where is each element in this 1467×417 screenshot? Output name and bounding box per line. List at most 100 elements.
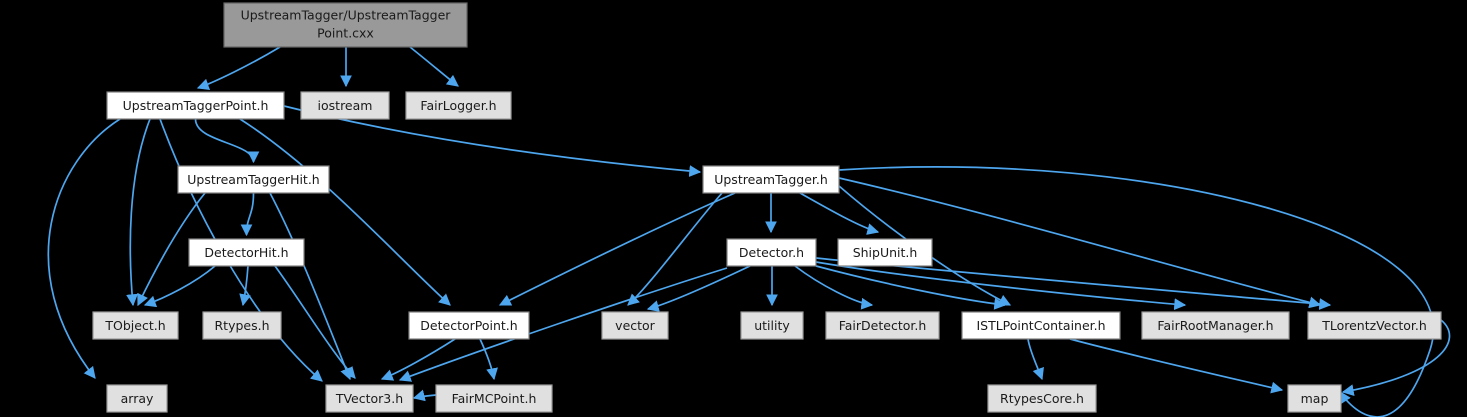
dependency-edge-utp-to-array — [47, 118, 121, 379]
graph-node-map[interactable]: map — [1287, 384, 1342, 413]
graph-node-rtypescore[interactable]: RtypesCore.h — [987, 384, 1097, 413]
node-box-ut — [702, 165, 840, 194]
dependency-edge-fairmc-to-tvector3 — [412, 389, 437, 402]
node-label-array: array — [121, 391, 154, 406]
node-label-iostream: iostream — [318, 98, 373, 113]
graph-node-fairroot[interactable]: FairRootManager.h — [1141, 311, 1290, 340]
node-box-vector — [601, 311, 669, 340]
node-box-fairmc — [435, 384, 553, 413]
dependency-edge-ut-to-map — [838, 166, 1435, 417]
node-label-fairmc: FairMCPoint.h — [452, 391, 537, 406]
node-label-shipunit: ShipUnit.h — [853, 245, 918, 260]
node-box-shipunit — [837, 238, 933, 267]
dependency-edge-detpoint-to-tvector3 — [380, 338, 456, 381]
dependency-edge-dethit-to-tobject — [143, 265, 216, 308]
dependency-edge-tlorentz-to-map — [1341, 319, 1451, 397]
graph-node-utp[interactable]: UpstreamTaggerPoint.h — [106, 91, 285, 120]
node-label-dethit: DetectorHit.h — [204, 245, 288, 260]
graph-node-shipunit[interactable]: ShipUnit.h — [837, 238, 933, 267]
graph-node-fairdet[interactable]: FairDetector.h — [825, 311, 940, 340]
node-box-fairdet — [825, 311, 940, 340]
node-label-map: map — [1301, 391, 1329, 406]
node-label-rtypes: Rtypes.h — [214, 318, 269, 333]
node-label-fairdet: FairDetector.h — [839, 318, 927, 333]
dependency-edge-root-to-utp — [196, 46, 281, 91]
node-box-uth — [177, 165, 330, 194]
graph-node-tobject[interactable]: TObject.h — [92, 311, 179, 340]
node-label-rtypescore: RtypesCore.h — [1000, 391, 1084, 406]
node-label-detector: Detector.h — [739, 245, 804, 260]
graph-node-dethit[interactable]: DetectorHit.h — [188, 238, 305, 267]
node-box-array — [106, 384, 168, 413]
graph-node-tlorentz[interactable]: TLorentzVector.h — [1307, 311, 1442, 340]
dependency-edge-utp-to-tobject — [126, 118, 151, 307]
node-box-detpoint — [408, 311, 530, 340]
node-label-ut: UpstreamTagger.h — [714, 172, 828, 187]
node-label-vector: vector — [615, 318, 656, 333]
dependency-edge-utp-to-uth — [194, 118, 260, 164]
graph-node-rtypes[interactable]: Rtypes.h — [202, 311, 282, 340]
node-box-iostream — [300, 91, 390, 120]
dependency-edge-dethit-to-tvector3 — [274, 265, 356, 379]
node-box-tlorentz — [1307, 311, 1442, 340]
node-box-fairlogger — [405, 91, 512, 120]
dependency-edge-uth-to-dethit — [240, 192, 255, 237]
nodes-layer: UpstreamTagger/UpstreamTaggerPoint.cxxUp… — [92, 2, 1442, 413]
node-box-istl — [961, 311, 1121, 340]
node-label-utp: UpstreamTaggerPoint.h — [123, 98, 269, 113]
edges-layer — [47, 46, 1451, 417]
graph-node-root[interactable]: UpstreamTagger/UpstreamTaggerPoint.cxx — [223, 2, 468, 48]
graph-node-utility[interactable]: utility — [740, 311, 804, 340]
node-box-rtypes — [202, 311, 282, 340]
node-box-root — [223, 2, 468, 48]
graph-node-uth[interactable]: UpstreamTaggerHit.h — [177, 165, 330, 194]
node-label-fairroot: FairRootManager.h — [1157, 318, 1273, 333]
dependency-edge-root-to-fairlogger — [409, 46, 459, 87]
node-label-uth: UpstreamTaggerHit.h — [187, 172, 319, 187]
dependency-edge-ut-to-tlorentz — [838, 177, 1322, 309]
node-label-root-line1: UpstreamTagger/UpstreamTagger — [241, 8, 452, 23]
node-label-utility: utility — [754, 318, 790, 333]
graph-node-ut[interactable]: UpstreamTagger.h — [702, 165, 840, 194]
node-label-fairlogger: FairLogger.h — [420, 98, 496, 113]
graph-node-fairmc[interactable]: FairMCPoint.h — [435, 384, 553, 413]
graph-node-istl[interactable]: ISTLPointContainer.h — [961, 311, 1121, 340]
node-box-utp — [106, 91, 285, 120]
node-box-rtypescore — [987, 384, 1097, 413]
node-label-istl: ISTLPointContainer.h — [976, 318, 1105, 333]
node-box-tobject — [92, 311, 179, 340]
node-label-tvector3: TVector3.h — [335, 391, 403, 406]
graph-node-iostream[interactable]: iostream — [300, 91, 390, 120]
dependency-edge-uth-to-tobject — [137, 192, 206, 307]
dependency-edge-utp-to-detpoint — [239, 118, 451, 306]
dependency-edge-detector-to-fairroot — [815, 261, 1187, 311]
dependency-edge-dethit-to-rtypes — [239, 265, 251, 307]
dependency-edge-uth-to-tvector3 — [269, 192, 352, 381]
node-box-map — [1287, 384, 1342, 413]
dependency-edge-detpoint-to-fairmc — [479, 338, 498, 381]
graph-node-vector[interactable]: vector — [601, 311, 669, 340]
graph-node-fairlogger[interactable]: FairLogger.h — [405, 91, 512, 120]
node-box-dethit — [188, 238, 305, 267]
dependency-edge-detector-to-istl — [815, 265, 1007, 310]
node-box-detector — [726, 238, 817, 267]
graph-node-array[interactable]: array — [106, 384, 168, 413]
node-box-tvector3 — [325, 384, 414, 413]
node-box-fairroot — [1141, 311, 1290, 340]
dependency-edge-detector-to-vector — [646, 265, 751, 312]
graph-node-tvector3[interactable]: TVector3.h — [325, 384, 414, 413]
dependency-edge-detector-to-tvector3 — [398, 267, 728, 382]
node-box-utility — [740, 311, 804, 340]
graph-node-detpoint[interactable]: DetectorPoint.h — [408, 311, 530, 340]
dependency-edge-ut-to-detpoint — [498, 192, 736, 306]
dependency-edge-ut-to-vector — [627, 192, 723, 306]
dependency-edge-detector-to-fairdet — [794, 265, 874, 310]
node-label-tlorentz: TLorentzVector.h — [1321, 318, 1427, 333]
node-label-root-line2: Point.cxx — [317, 26, 374, 41]
dependency-edge-ut-to-shipunit — [799, 192, 880, 235]
graph-node-detector[interactable]: Detector.h — [726, 238, 817, 267]
node-label-detpoint: DetectorPoint.h — [420, 318, 517, 333]
dependency-edge-istl-to-map — [1069, 338, 1284, 394]
dependency-edge-istl-to-rtypescore — [1027, 338, 1044, 381]
